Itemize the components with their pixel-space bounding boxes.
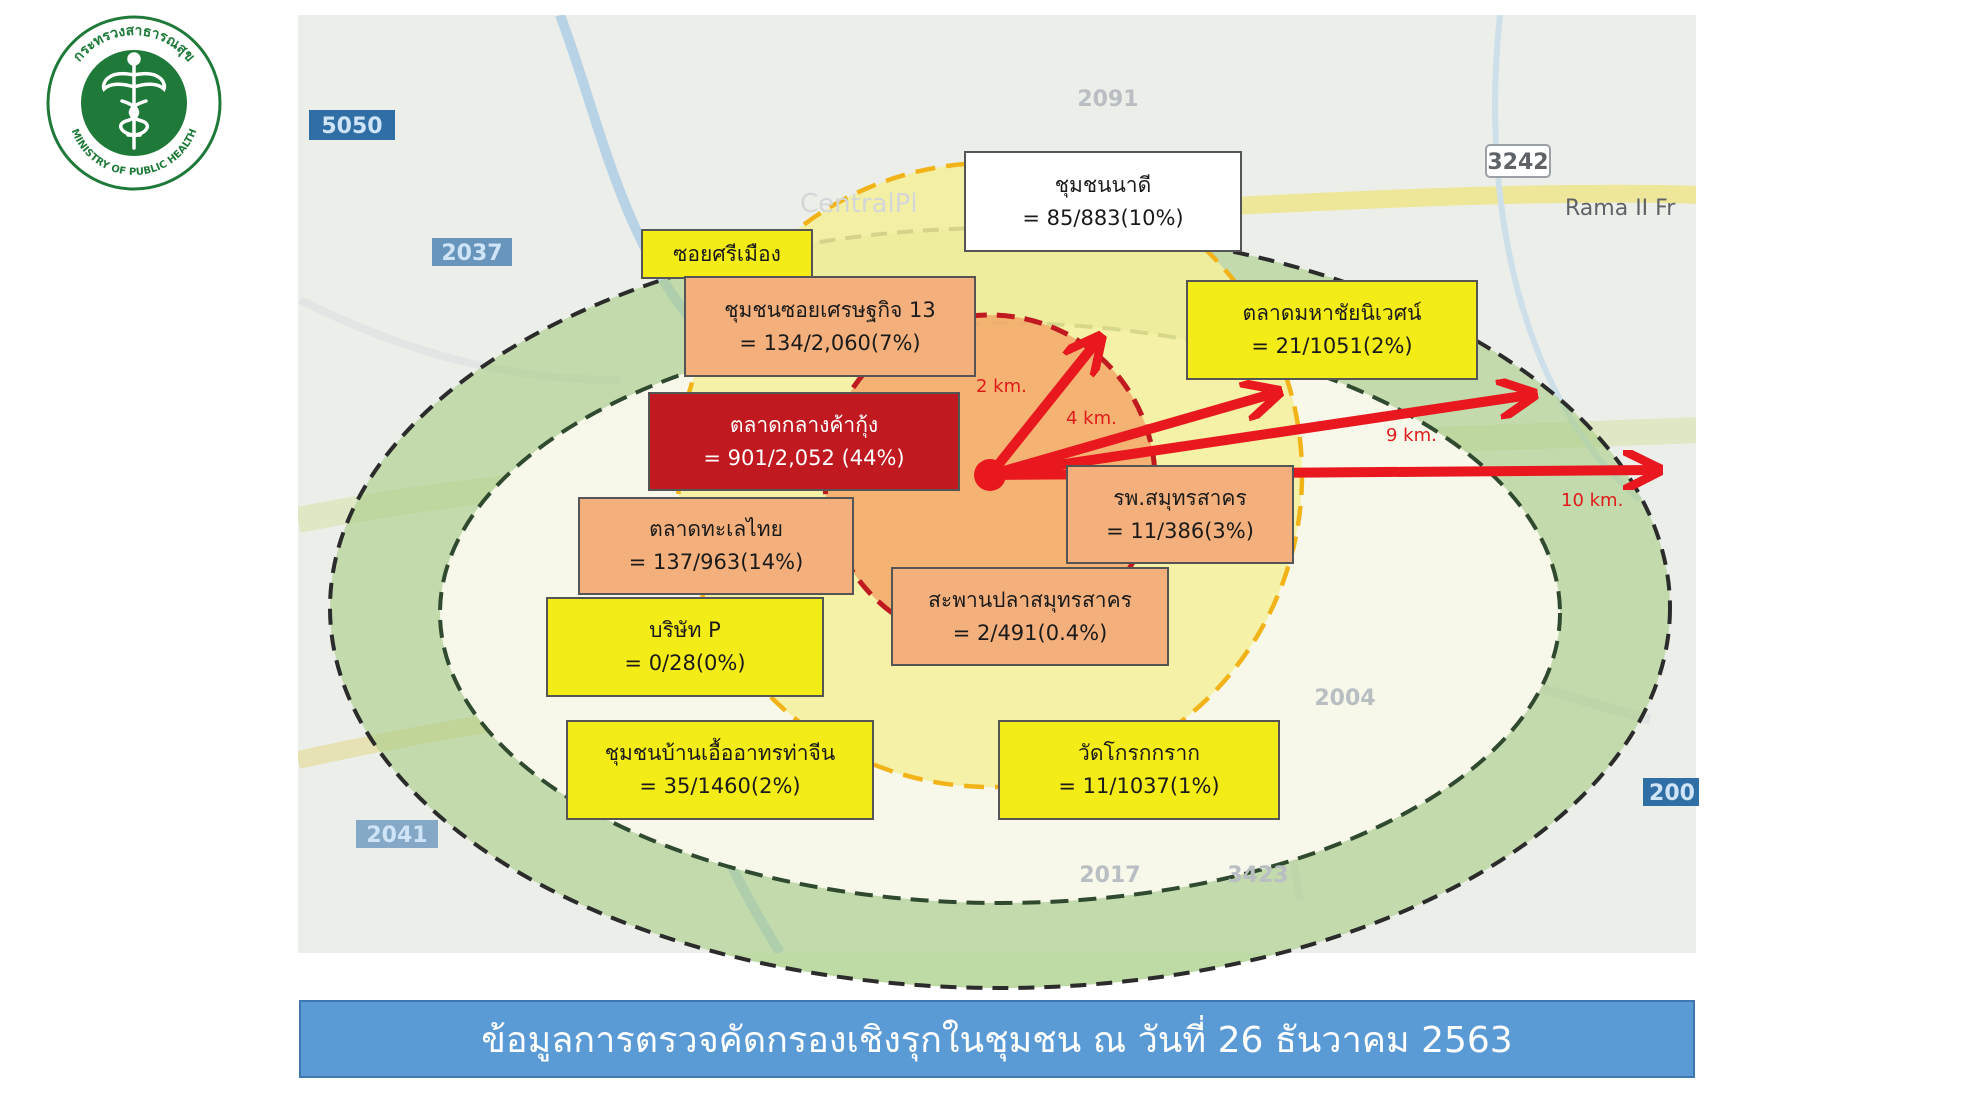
location-name: ชุมชนซอยเศรษฐกิจ 13 (724, 297, 936, 322)
epicenter-dot (974, 459, 1006, 491)
location-box: รพ.สมุทรสาคร = 11/386(3%) (1066, 465, 1294, 564)
location-value: = 85/883(10%) (1022, 205, 1184, 230)
location-name: ซอยศรีเมือง (673, 241, 781, 266)
location-box: ชุมชนบ้านเอื้ออาทรท่าจีน = 35/1460(2%) (566, 720, 874, 820)
location-value: = 11/386(3%) (1106, 518, 1254, 543)
location-name: รพ.สมุทรสาคร (1113, 485, 1247, 510)
location-value: = 2/491(0.4%) (952, 620, 1108, 645)
location-box: บริษัท P = 0/28(0%) (546, 597, 824, 697)
location-value: = 35/1460(2%) (639, 774, 801, 798)
road-label: 5050 (321, 114, 382, 139)
road-label: 200 (1649, 781, 1695, 806)
distance-label-4km: 4 km. (1066, 408, 1117, 429)
location-value: = 11/1037(1%) (1058, 774, 1220, 798)
location-name: ตลาดกลางค้ากุ้ง (729, 412, 879, 437)
location-name: ชุมชนนาดี (1054, 172, 1152, 197)
location-name: ตลาดมหาชัยนิเวศน์ (1242, 301, 1422, 326)
road-label: Rama II Fr (1565, 196, 1676, 221)
road-shields: 5050 2037 2091 3242 Rama II Fr 2004 2041… (309, 87, 1699, 888)
ministry-logo: กระทรวงสาธารณสุข MINISTRY OF PUBLIC HEAL… (46, 15, 222, 191)
location-box: ชุมชนซอยเศรษฐกิจ 13 = 134/2,060(7%) (684, 276, 976, 377)
location-box: ตลาดมหาชัยนิเวศน์ = 21/1051(2%) (1186, 280, 1478, 380)
distance-label-2km: 2 km. (976, 376, 1027, 397)
road-label: 3423 (1227, 863, 1288, 888)
location-value: = 21/1051(2%) (1251, 334, 1413, 358)
arrow-9km-a (985, 393, 1275, 480)
location-value: = 134/2,060(7%) (739, 330, 921, 355)
location-name: ชุมชนบ้านเอื้ออาทรท่าจีน (604, 741, 836, 766)
caption-text: ข้อมูลการตรวจคัดกรองเชิงรุกในชุมชน ณ วัน… (481, 1019, 1513, 1061)
location-name: วัดโกรกกราก (1078, 741, 1200, 766)
location-box: วัดโกรกกราก = 11/1037(1%) (998, 720, 1280, 820)
location-box: ตลาดทะเลไทย = 137/963(14%) (578, 497, 854, 595)
road-label: 3242 (1487, 150, 1548, 175)
location-box: ชุมชนนาดี = 85/883(10%) (964, 151, 1242, 252)
caduceus-icon (101, 52, 167, 150)
caption-banner: ข้อมูลการตรวจคัดกรองเชิงรุกในชุมชน ณ วัน… (299, 1000, 1695, 1078)
road-label: 2037 (441, 241, 502, 266)
location-box: ซอยศรีเมือง (641, 229, 813, 279)
location-value: = 137/963(14%) (628, 550, 804, 574)
road-label: 2091 (1077, 87, 1138, 112)
road-label: 2041 (366, 823, 427, 848)
location-name: บริษัท P (649, 618, 721, 643)
location-box: ตลาดกลางค้ากุ้ง = 901/2,052 (44%) (648, 392, 960, 491)
location-value: = 901/2,052 (44%) (703, 445, 905, 470)
road-label: 2017 (1079, 863, 1140, 888)
arrow-9km-b (985, 395, 1530, 480)
location-name: สะพานปลาสมุทรสาคร (928, 587, 1132, 612)
road-label: 2004 (1314, 686, 1375, 711)
location-name: ตลาดทะเลไทย (649, 517, 783, 542)
location-box: สะพานปลาสมุทรสาคร = 2/491(0.4%) (891, 567, 1169, 666)
location-value: = 0/28(0%) (624, 651, 746, 675)
distance-label-9km: 9 km. (1386, 425, 1437, 446)
zone-10km-boundary (328, 226, 1672, 990)
road-label: CentralPl (800, 189, 918, 219)
arrow-4km (985, 340, 1098, 480)
distance-label-10km: 10 km. (1561, 490, 1624, 511)
